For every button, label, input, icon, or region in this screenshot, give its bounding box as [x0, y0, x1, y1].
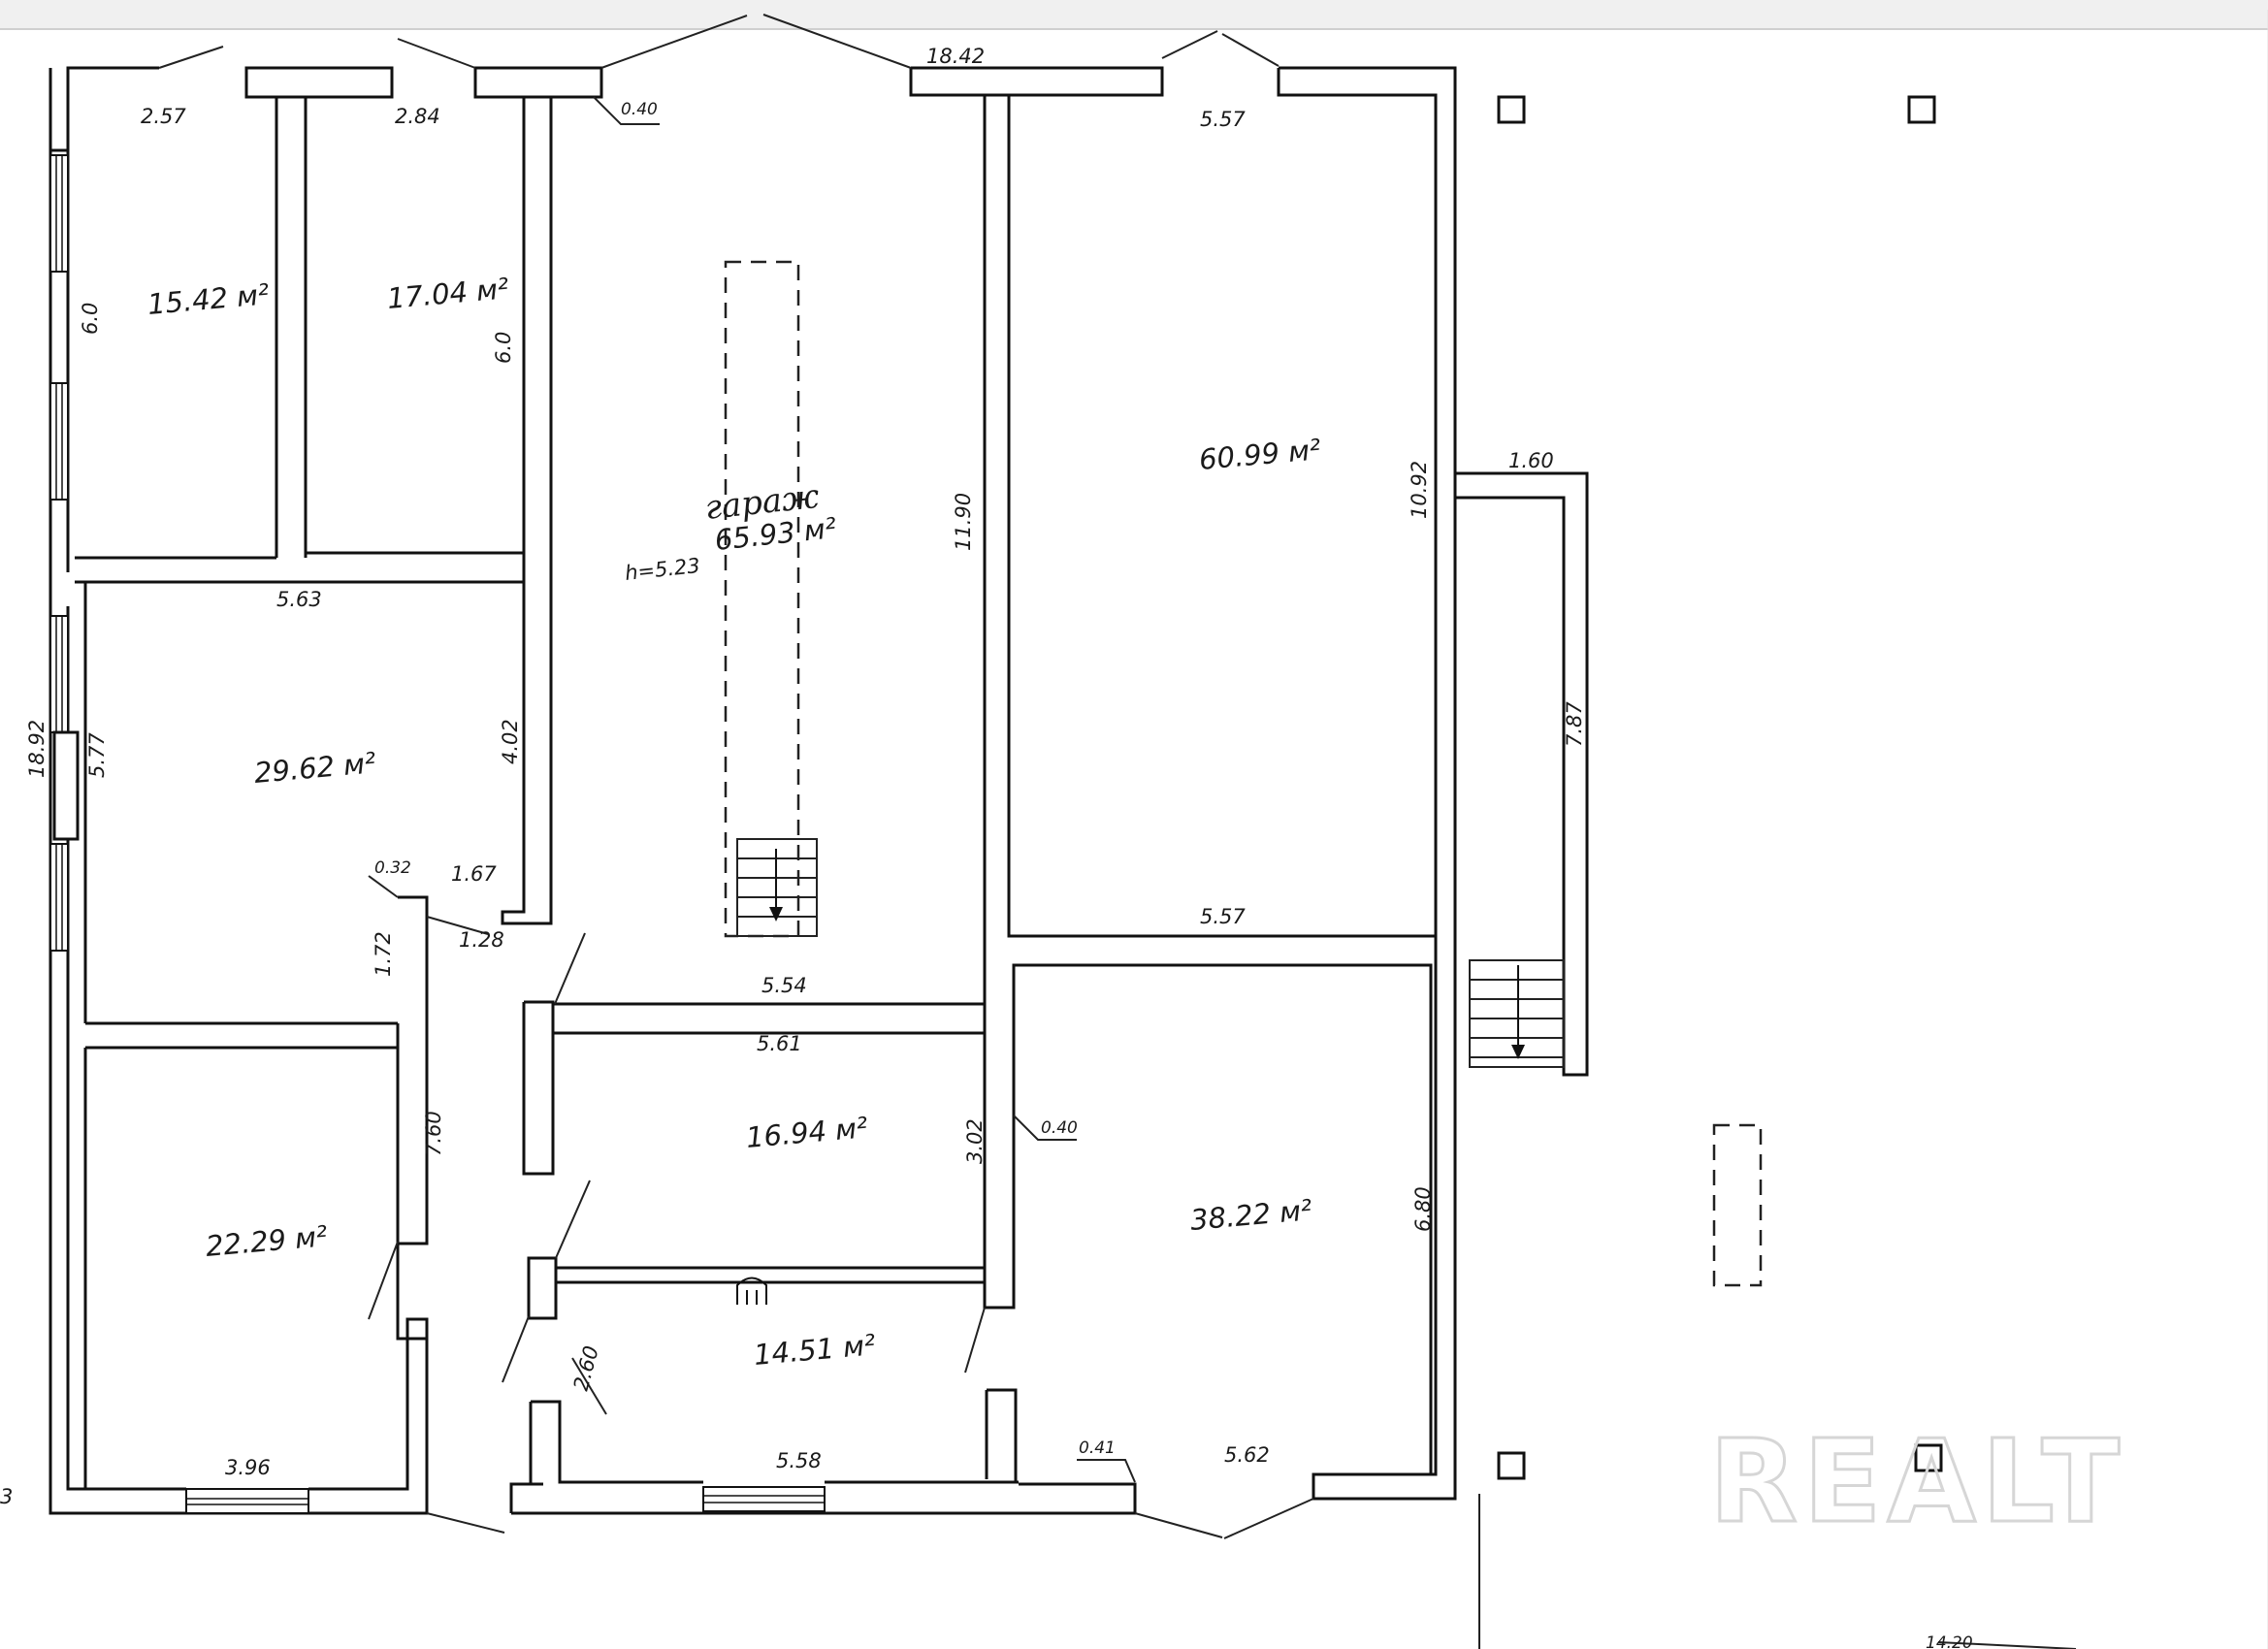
room-area-4: 22.29 м² [205, 1219, 330, 1263]
column [52, 730, 80, 841]
dim-label: 5.61 [757, 1032, 802, 1055]
outer-wall [49, 66, 1457, 1515]
dim-label: 5.57 [1200, 108, 1246, 131]
dim-label: 6.80 [1411, 1186, 1435, 1232]
dim-label: 14.20 [1926, 1633, 1973, 1649]
paper-edge [0, 0, 2268, 29]
dim-label: 11.90 [952, 493, 975, 551]
dim-label: 18.42 [926, 45, 985, 68]
dimension-labels: 2.57 2.84 0.40 18.42 5.57 6.0 6.0 11.90 … [0, 45, 1973, 1649]
window [49, 843, 69, 952]
dim-label: 5.58 [776, 1449, 822, 1472]
window [49, 382, 69, 501]
door-swings [158, 14, 1480, 1649]
dim-label: 7.60 [422, 1111, 445, 1156]
dim-label: 18.92 [25, 720, 49, 778]
interior-door-swings [368, 916, 986, 1383]
dim-label: 3 [0, 1485, 13, 1508]
dim-label: 10.92 [1408, 461, 1431, 519]
room-area-7: 14.51 м² [753, 1328, 878, 1372]
dim-label: 5.54 [761, 974, 807, 997]
dim-label: 0.32 [374, 858, 411, 878]
dim-label: 5.57 [1200, 905, 1246, 928]
room-area-8: 38.22 м² [1189, 1193, 1314, 1237]
column-marker [1914, 1443, 1943, 1472]
dim-label: 6.0 [492, 332, 515, 364]
window [49, 154, 69, 273]
dim-label: 2.84 [395, 105, 440, 128]
room-area-2: 17.04 м² [386, 272, 511, 315]
dim-label: 1.28 [459, 928, 504, 952]
dim-label: 2.57 [141, 105, 186, 128]
room-labels: гараж 65.93 м² h=5.23 15.42 м² 17.04 м² … [146, 272, 1323, 1372]
room-area-1: 15.42 м² [146, 277, 272, 321]
column-marker [1907, 95, 1936, 124]
dim-label: 4.02 [499, 719, 522, 764]
dim-label: 0.40 [1041, 1118, 1078, 1138]
room-area-3: 29.62 м² [253, 746, 378, 790]
dim-label: 5.77 [85, 732, 109, 778]
column-marker [1497, 1451, 1526, 1480]
leader-lines [368, 96, 2077, 1649]
dim-label: 3.96 [225, 1456, 271, 1479]
interior-walls [75, 95, 1436, 1489]
dashed-outline [1712, 1123, 1763, 1287]
room-area-6: 16.94 м² [745, 1111, 870, 1154]
dim-label: 1.72 [372, 931, 395, 977]
dim-label: 0.41 [1079, 1439, 1116, 1458]
dim-label: 1.67 [451, 862, 497, 886]
dim-label: 3.02 [963, 1118, 987, 1164]
watermark-logo: REALT [1709, 1414, 2125, 1548]
radiator-symbol [736, 1277, 767, 1305]
garage-stair [724, 260, 818, 938]
column-marker [1497, 95, 1526, 124]
dim-label: 6.0 [79, 303, 102, 335]
dim-label: 2.60 [569, 1343, 603, 1393]
window [702, 1486, 826, 1512]
window [185, 1488, 309, 1514]
dim-label: 5.62 [1224, 1443, 1270, 1467]
dim-label: 5.63 [276, 588, 322, 611]
dim-label: 7.87 [1563, 701, 1586, 747]
room-area-5: 60.99 м² [1198, 433, 1323, 476]
window [49, 615, 69, 733]
garage-height: h=5.23 [624, 554, 701, 585]
dim-label: 1.60 [1508, 449, 1554, 472]
entrance-ramp [1455, 471, 1589, 1077]
fixtures [736, 95, 1943, 1480]
dim-label: 0.40 [621, 100, 658, 119]
